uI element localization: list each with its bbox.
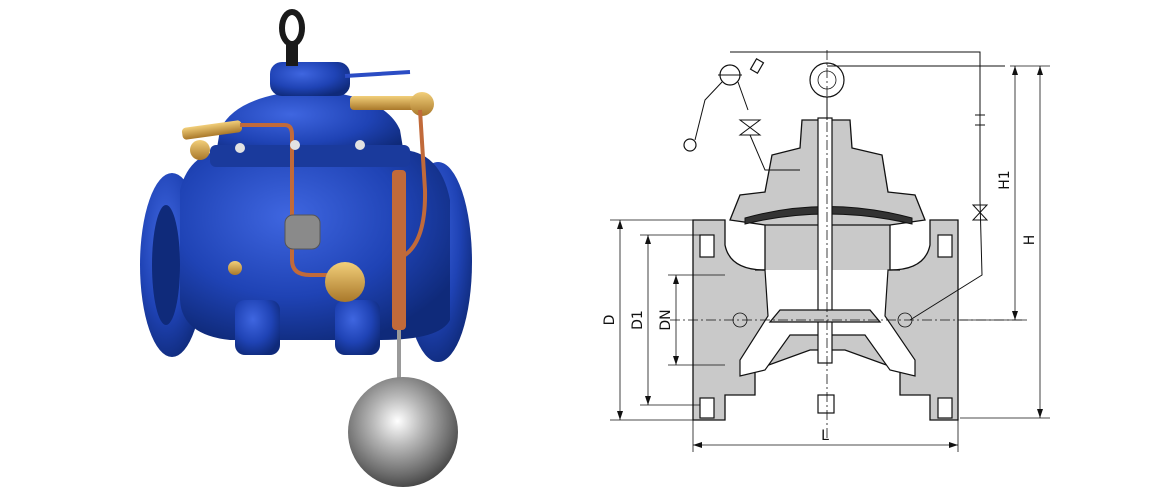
dim-label-D1: D1 xyxy=(630,310,646,330)
float-arm xyxy=(392,170,406,330)
valve-drawing: D D1 DN L H H1 xyxy=(602,50,1050,452)
dim-label-H1: H1 xyxy=(997,170,1013,189)
dimension-lines xyxy=(610,65,1050,452)
lifting-eye xyxy=(279,9,305,47)
float-ball xyxy=(348,377,458,487)
pilot-valve xyxy=(325,262,365,302)
copper-tube xyxy=(240,123,340,277)
dim-label-H: H xyxy=(1022,235,1038,246)
dim-label-L: L xyxy=(821,428,829,444)
dim-label-D: D xyxy=(602,315,618,326)
dim-label-DN: DN xyxy=(658,309,674,330)
stem xyxy=(817,117,833,364)
valve-photo xyxy=(140,9,472,487)
